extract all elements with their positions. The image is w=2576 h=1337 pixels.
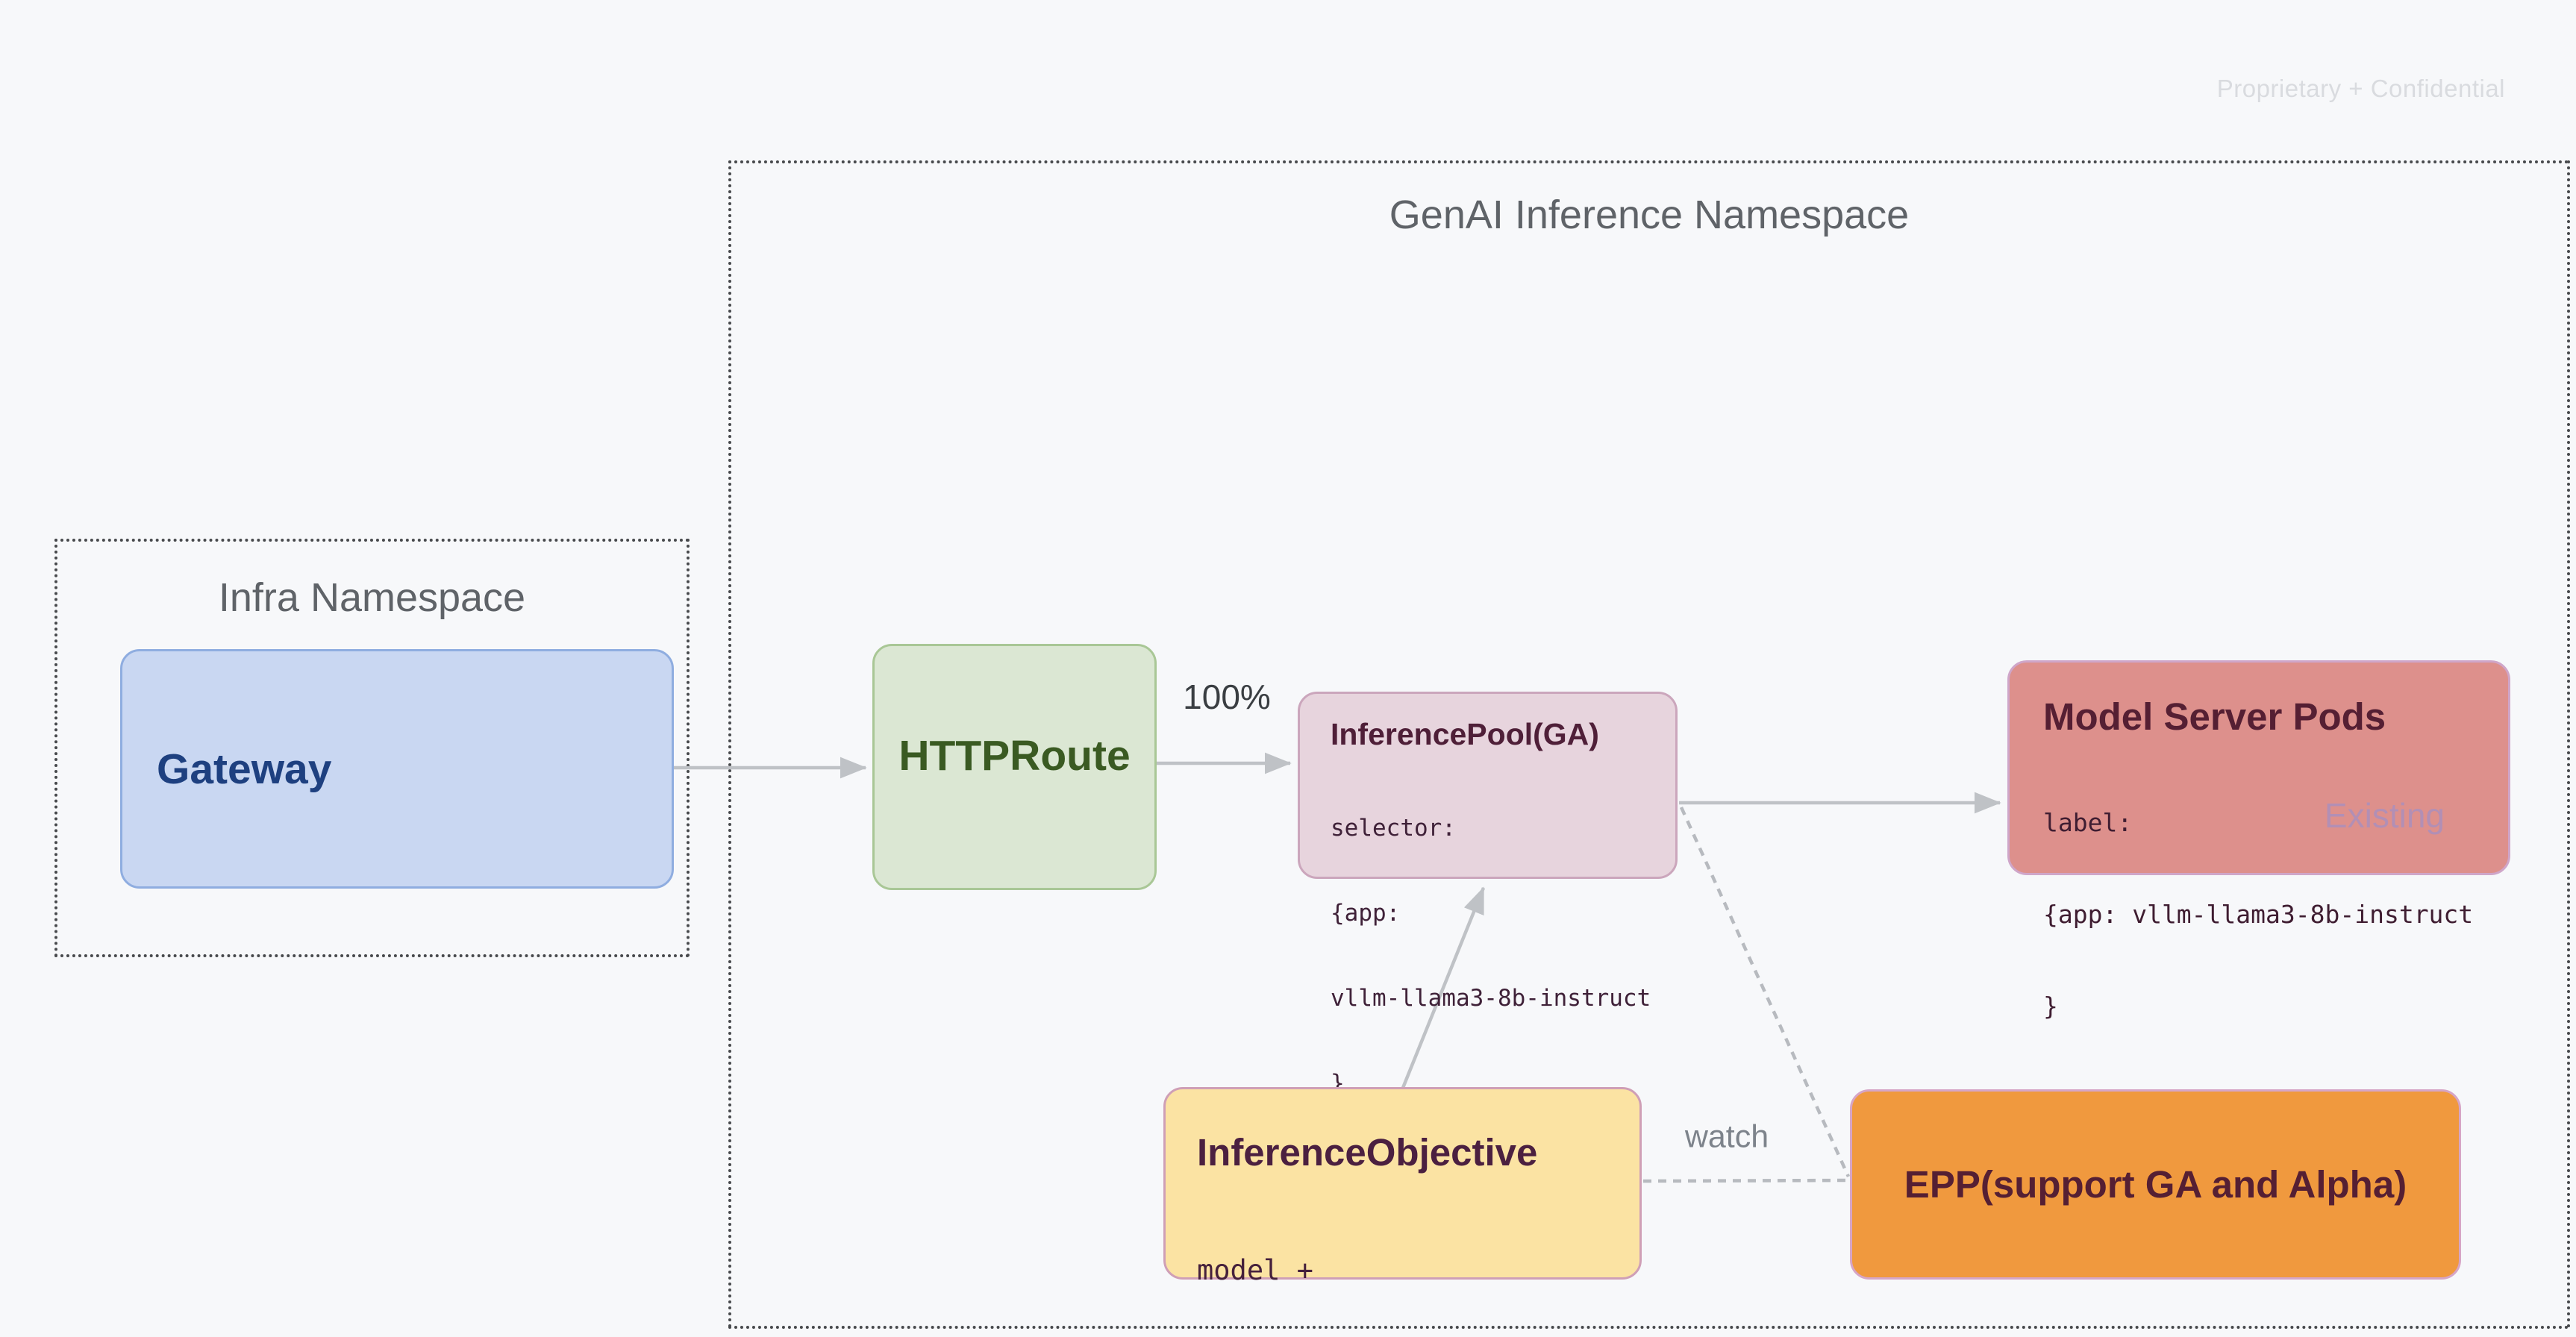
epp-label: EPP(support GA and Alpha) [1904,1163,2407,1206]
infra-namespace-box: Infra Namespace [54,539,690,957]
inference-objective-node: InferenceObjective model + adapters,obje… [1163,1087,1642,1286]
edge-label-watch: watch [1684,1118,1769,1155]
existing-tag: Existing [2324,796,2445,835]
httproute-node: HTTPRoute [872,644,1157,890]
code-line: } [2043,992,2058,1021]
model-server-pods-code: label: {app: vllm-llama3-8b-instruct } [2043,746,2490,1083]
gateway-label: Gateway [157,745,332,793]
code-line: label: [2043,808,2133,837]
inference-pool-node: InferencePool(GA) selector: {app: vllm-l… [1298,692,1678,1097]
inference-pool-code: selector: {app: vllm-llama3-8b-instruct … [1331,757,1657,1154]
inference-objective-code: model + adapters,objective: [1197,1179,1622,1337]
code-line: selector: [1331,815,1456,842]
infra-namespace-title: Infra Namespace [218,575,526,620]
model-server-pods-node: Model Server Pods label: {app: vllm-llam… [2007,660,2510,1021]
genai-namespace-box: GenAI Inference Namespace [728,160,2570,1329]
epp-node: EPP(support GA and Alpha) [1850,1089,2461,1280]
gateway-node: Gateway [120,649,674,889]
watermark-text: Proprietary + Confidential [2216,75,2505,102]
genai-namespace-title: GenAI Inference Namespace [1389,192,1910,237]
code-line: {app: vllm-llama3-8b-instruct [2043,900,2474,929]
code-line: {app: [1331,900,1401,927]
httproute-label: HTTPRoute [898,732,1131,780]
model-server-pods-title: Model Server Pods [2043,695,2386,738]
code-line: model + [1197,1254,1313,1286]
inference-objective-title: InferenceObjective [1197,1131,1538,1174]
edge-label-traffic-weight: 100% [1183,677,1271,716]
code-line: vllm-llama3-8b-instruct [1331,985,1651,1012]
inference-pool-title: InferencePool(GA) [1331,717,1599,751]
